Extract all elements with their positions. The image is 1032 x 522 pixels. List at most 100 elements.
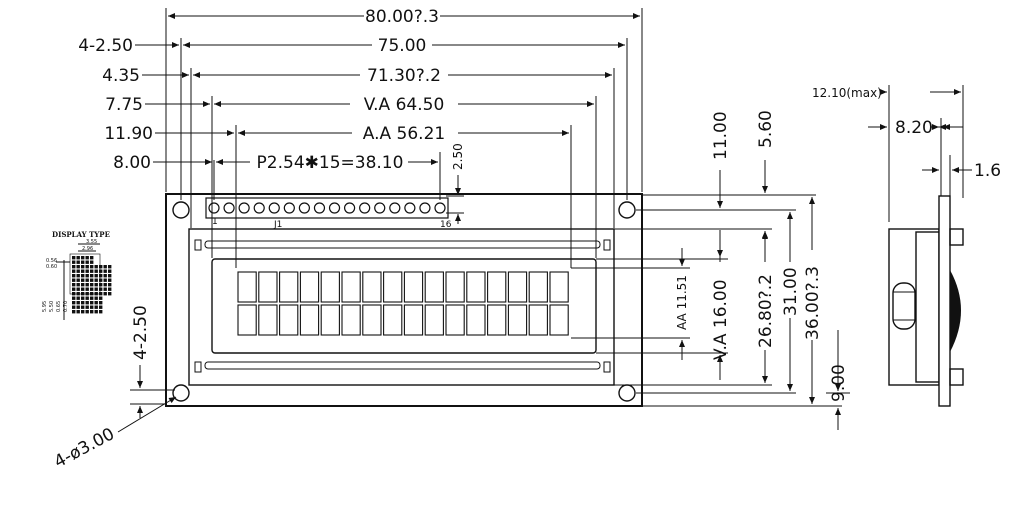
- mount-hole-bl: [172, 384, 190, 402]
- detail-dot: [72, 310, 76, 314]
- detail-dot: [76, 269, 80, 273]
- detail-dot: [108, 283, 112, 287]
- bezel-outline: [188, 228, 615, 386]
- detail-dot: [108, 265, 112, 269]
- detail-dot: [108, 269, 112, 273]
- detail-296: 2.96: [82, 246, 93, 252]
- bezel-tab-tr: [603, 239, 611, 251]
- display-type-detail: DISPLAY TYPE 3.55 2.96 0.56 0.60 5.95 5.…: [42, 230, 112, 320]
- connector-pin: [238, 202, 250, 214]
- mount-hole-tl: [172, 201, 190, 219]
- detail-dot: [94, 296, 98, 300]
- detail-056: 0.56: [46, 258, 57, 264]
- dim-left-800: 8.00: [113, 153, 151, 173]
- detail-dot: [81, 260, 85, 264]
- character-cell: [445, 271, 465, 303]
- detail-070: 0.70: [63, 301, 69, 312]
- detail-dot: [103, 274, 107, 278]
- detail-dot: [94, 283, 98, 287]
- character-cell: [487, 304, 507, 336]
- detail-dot: [94, 274, 98, 278]
- detail-dot: [90, 305, 94, 309]
- detail-dot: [72, 274, 76, 278]
- detail-dot: [103, 269, 107, 273]
- dim-pin-pitch: P2.54✱15=38.10: [257, 153, 404, 173]
- connector-pin: [208, 202, 220, 214]
- dim-aa-width: A.A 56.21: [363, 124, 445, 144]
- detail-dot: [81, 274, 85, 278]
- detail-dot: [99, 305, 103, 309]
- side-view: 12.10(max) 8.20 1.6: [812, 85, 1001, 407]
- detail-dot: [90, 283, 94, 287]
- detail-dot: [99, 278, 103, 282]
- detail-dot: [81, 310, 85, 314]
- detail-dot: [99, 265, 103, 269]
- character-cell: [507, 304, 528, 336]
- character-cell: [383, 271, 403, 303]
- lower-left-dimensions: 4-2.50 4-ø3.00: [51, 305, 177, 472]
- dim-va-height: V.A 16.00: [711, 279, 731, 360]
- detail-dot: [72, 260, 76, 264]
- detail-dot: [85, 256, 89, 260]
- character-cell: [549, 271, 569, 303]
- character-cell: [237, 271, 257, 303]
- dim-left-775: 7.75: [105, 95, 143, 115]
- connector-pin: [253, 202, 265, 214]
- character-cell: [299, 304, 320, 336]
- connector-pin: [434, 202, 446, 214]
- detail-dot: [99, 310, 103, 314]
- front-view: J1 1 16: [165, 193, 643, 407]
- character-cell: [237, 304, 257, 336]
- detail-dot: [108, 287, 112, 291]
- dim-bezel-width: 71.30?.2: [367, 66, 441, 86]
- detail-dot: [85, 274, 89, 278]
- connector-j1: [205, 197, 449, 219]
- detail-dot: [81, 305, 85, 309]
- character-cell: [341, 304, 361, 336]
- dim-hole-offset-v: 4-2.50: [131, 305, 151, 360]
- detail-dot: [85, 283, 89, 287]
- detail-dot: [81, 269, 85, 273]
- detail-dot: [85, 301, 89, 305]
- detail-550: 5.50: [49, 301, 55, 312]
- detail-dot: [81, 256, 85, 260]
- detail-dot: [90, 301, 94, 305]
- character-cell: [279, 304, 299, 336]
- detail-dot: [72, 265, 76, 269]
- connector-label: J1: [273, 220, 282, 230]
- pin-1-label: 1: [212, 217, 218, 227]
- detail-dot: [85, 296, 89, 300]
- character-cell: [258, 271, 278, 303]
- detail-dot: [76, 287, 80, 291]
- character-cell: [403, 271, 424, 303]
- detail-dot: [90, 265, 94, 269]
- character-cell: [528, 304, 548, 336]
- detail-dot: [81, 301, 85, 305]
- detail-dot: [103, 292, 107, 296]
- character-cell: [362, 271, 382, 303]
- detail-dot: [81, 287, 85, 291]
- right-dimensions: 11.00 5.60 V.A 16.00 AA 11.51 26.80?.2 3…: [571, 110, 850, 430]
- detail-dot: [72, 269, 76, 273]
- dim-side-max: 12.10(max): [812, 86, 882, 100]
- dim-va-width: V.A 64.50: [364, 95, 445, 115]
- detail-dot: [99, 269, 103, 273]
- detail-dot: [85, 278, 89, 282]
- detail-dot: [108, 292, 112, 296]
- detail-dot: [76, 274, 80, 278]
- detail-dot: [108, 278, 112, 282]
- detail-dot: [81, 265, 85, 269]
- connector-pin: [313, 202, 326, 214]
- detail-dot: [76, 310, 80, 314]
- detail-dot: [90, 310, 94, 314]
- detail-dot: [76, 260, 80, 264]
- detail-dot: [81, 278, 85, 282]
- character-cell: [279, 271, 299, 303]
- character-cell: [299, 271, 320, 303]
- top-dimensions: 80.00?.3 75.00 71.30?.2 V.A 64.50 A.A 56…: [78, 7, 643, 268]
- detail-dot: [99, 296, 103, 300]
- connector-pin: [389, 202, 401, 214]
- character-cell: [403, 304, 424, 336]
